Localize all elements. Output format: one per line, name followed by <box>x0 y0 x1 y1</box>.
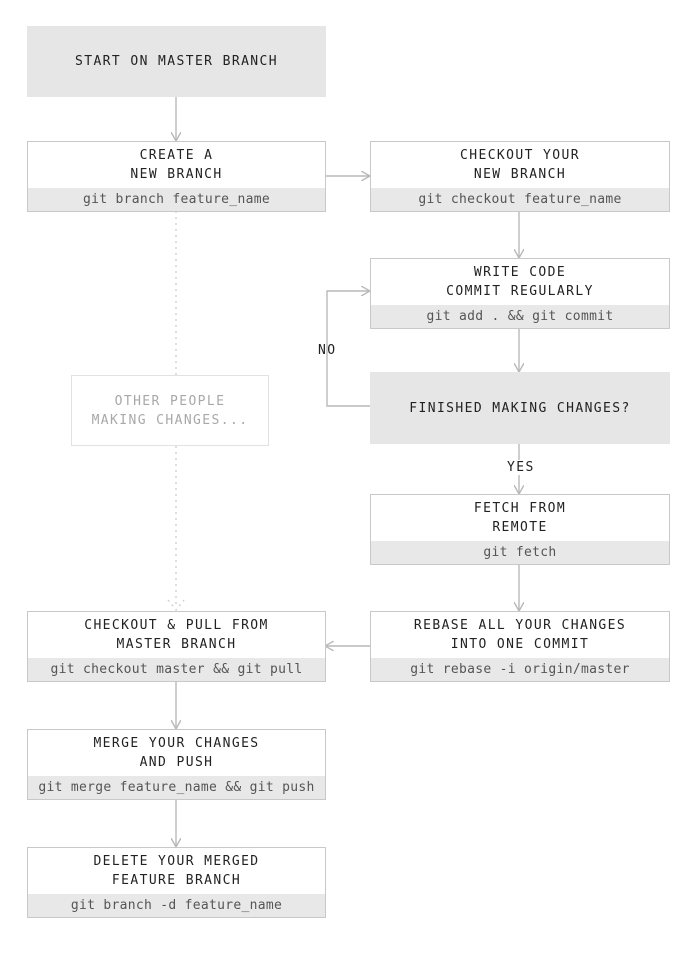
node-title: CREATE A NEW BRANCH <box>130 148 223 182</box>
node-title: MERGE YOUR CHANGES AND PUSH <box>93 736 260 770</box>
node-checkout-branch: CHECKOUT YOUR NEW BRANCH git checkout fe… <box>370 141 670 212</box>
node-command: git checkout feature_name <box>371 188 669 211</box>
node-command: git fetch <box>371 541 669 564</box>
node-title: FETCH FROM REMOTE <box>473 501 567 535</box>
node-merge: MERGE YOUR CHANGES AND PUSH git merge fe… <box>27 729 326 800</box>
node-delete-branch: DELETE YOUR MERGED FEATURE BRANCH git br… <box>27 847 326 918</box>
node-title: FINISHED MAKING CHANGES? <box>409 400 631 416</box>
node-title: CHECKOUT & PULL FROM MASTER BRANCH <box>84 618 269 652</box>
node-command: git branch feature_name <box>28 188 325 211</box>
node-checkout-master: CHECKOUT & PULL FROM MASTER BRANCH git c… <box>27 611 326 682</box>
node-title: OTHER PEOPLE MAKING CHANGES... <box>91 393 249 428</box>
edge-finished-no-loop <box>326 291 370 407</box>
node-create-branch: CREATE A NEW BRANCH git branch feature_n… <box>27 141 326 212</box>
node-fetch: FETCH FROM REMOTE git fetch <box>370 494 670 565</box>
node-command: git merge feature_name && git push <box>28 776 325 799</box>
edge-label-no: NO <box>318 343 337 358</box>
node-other-people: OTHER PEOPLE MAKING CHANGES... <box>71 375 269 446</box>
node-title: DELETE YOUR MERGED FEATURE BRANCH <box>93 854 260 888</box>
node-command: git rebase -i origin/master <box>371 658 669 681</box>
node-command: git branch -d feature_name <box>28 894 325 917</box>
edge-dotted-arrowhead <box>167 599 185 612</box>
node-command: git checkout master && git pull <box>28 658 325 681</box>
node-finished-decision: FINISHED MAKING CHANGES? <box>370 372 670 444</box>
node-title: REBASE ALL YOUR CHANGES INTO ONE COMMIT <box>413 618 627 652</box>
node-title: WRITE CODE COMMIT REGULARLY <box>446 265 594 299</box>
node-write-code: WRITE CODE COMMIT REGULARLY git add . &&… <box>370 258 670 329</box>
node-title: CHECKOUT YOUR NEW BRANCH <box>460 148 580 182</box>
node-command: git add . && git commit <box>371 305 669 328</box>
edge-label-yes: YES <box>505 460 537 475</box>
node-rebase: REBASE ALL YOUR CHANGES INTO ONE COMMIT … <box>370 611 670 682</box>
node-title: START ON MASTER BRANCH <box>75 54 278 69</box>
node-start-on-master: START ON MASTER BRANCH <box>27 26 326 97</box>
